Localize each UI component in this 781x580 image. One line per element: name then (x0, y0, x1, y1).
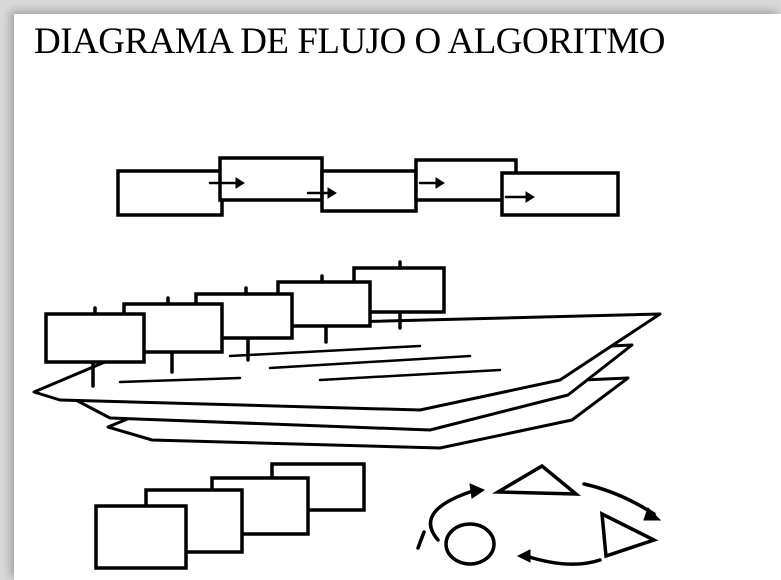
stack-box-1 (94, 504, 188, 570)
sheet-line-1 (228, 344, 422, 358)
cycle-arrow-3 (428, 488, 478, 542)
stacked-sheets-with-boxes (32, 260, 662, 450)
cycle-of-shapes (416, 463, 662, 566)
chain-box-3 (320, 169, 418, 213)
cycle-arrowhead-2 (516, 549, 531, 563)
chain-arrowhead-1 (235, 177, 245, 189)
overlapping-boxes (94, 462, 366, 570)
cycle-arrow-1 (582, 482, 656, 516)
cycle-triangle-top (491, 463, 582, 496)
diagram-title: DIAGRAMA DE FLUJO O ALGORITMO (34, 21, 665, 62)
cycle-arrowhead-3 (469, 483, 486, 499)
cycle-arrow-tail (416, 530, 426, 550)
cycle-arrow-2 (524, 554, 602, 566)
chain-arrowhead-3 (435, 177, 445, 189)
cycle-circle (444, 522, 496, 566)
chain-box-1 (116, 169, 224, 217)
cycle-arrowhead-1 (643, 507, 662, 521)
chain-arrowhead-2 (327, 187, 337, 199)
sheet-line-3 (318, 368, 502, 382)
sheet-box-1 (44, 312, 146, 364)
sheet-line-4 (118, 376, 242, 384)
chain-box-2 (218, 156, 324, 202)
sheet-line-2 (268, 354, 472, 370)
chain-box-5 (500, 171, 620, 217)
chain-box-4 (414, 158, 518, 202)
sequential-boxes-chain (116, 156, 620, 217)
cycle-triangle-right (599, 511, 659, 559)
chain-arrowhead-4 (525, 191, 535, 203)
